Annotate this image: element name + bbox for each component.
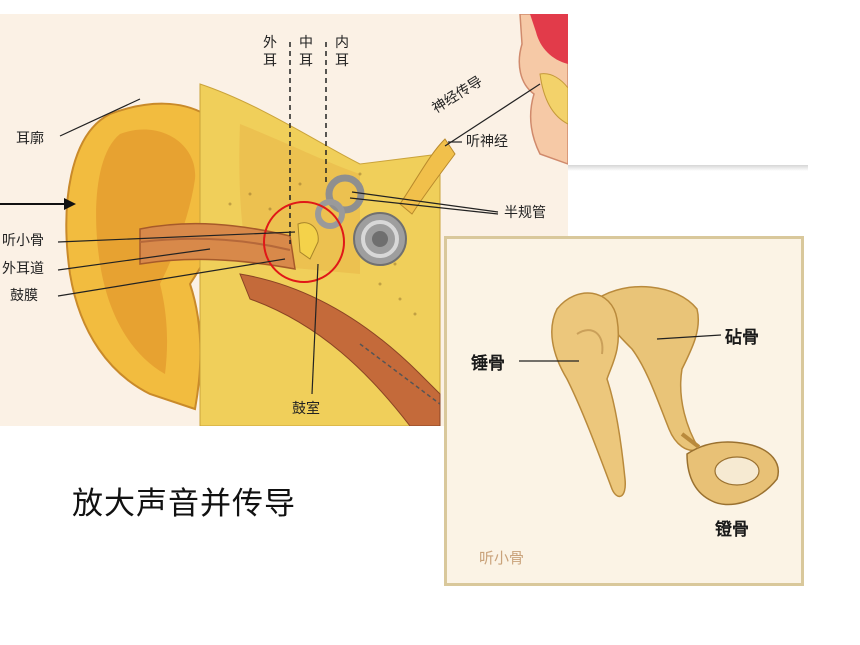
semicircular-canals-label: 半规管 xyxy=(504,205,546,221)
ear-illustration xyxy=(0,14,568,426)
divider-shadow xyxy=(568,165,808,171)
outer-ear-region-label: 外 耳 xyxy=(262,34,278,70)
ossicles-label: 听小骨 xyxy=(2,233,44,249)
caption-text: 放大声音并传导 xyxy=(72,486,296,522)
inner-ear-char-1: 内 xyxy=(335,35,349,51)
stapes-label: 镫骨 xyxy=(715,520,749,540)
ossicles-illustration xyxy=(519,286,779,506)
tympanic-cavity-label: 鼓室 xyxy=(292,401,320,417)
ossicle-highlight-circle xyxy=(263,201,345,283)
ear-anatomy-diagram: 外 耳 中 耳 内 耳 耳廓 神经传导 听神经 半规管 听小骨 外耳道 鼓膜 鼓… xyxy=(0,14,568,426)
ossicles-title: 听小骨 xyxy=(479,549,525,567)
auricle-label: 耳廓 xyxy=(16,131,44,147)
inner-ear-char-2: 耳 xyxy=(335,53,349,69)
auditory-nerve-label: 听神经 xyxy=(466,134,508,150)
outer-ear-char-2: 耳 xyxy=(263,53,277,69)
eardrum-label: 鼓膜 xyxy=(10,288,38,304)
middle-ear-char-1: 中 xyxy=(299,35,313,51)
ossicles-detail-diagram: 锤骨 砧骨 镫骨 听小骨 xyxy=(444,236,804,586)
outer-ear-char-1: 外 xyxy=(263,35,277,51)
malleus-label: 锤骨 xyxy=(471,354,505,374)
inner-ear-region-label: 内 耳 xyxy=(334,34,350,70)
ear-canal-label: 外耳道 xyxy=(2,261,44,277)
middle-ear-region-label: 中 耳 xyxy=(298,34,314,70)
middle-ear-char-2: 耳 xyxy=(299,53,313,69)
incus-label: 砧骨 xyxy=(725,328,759,348)
